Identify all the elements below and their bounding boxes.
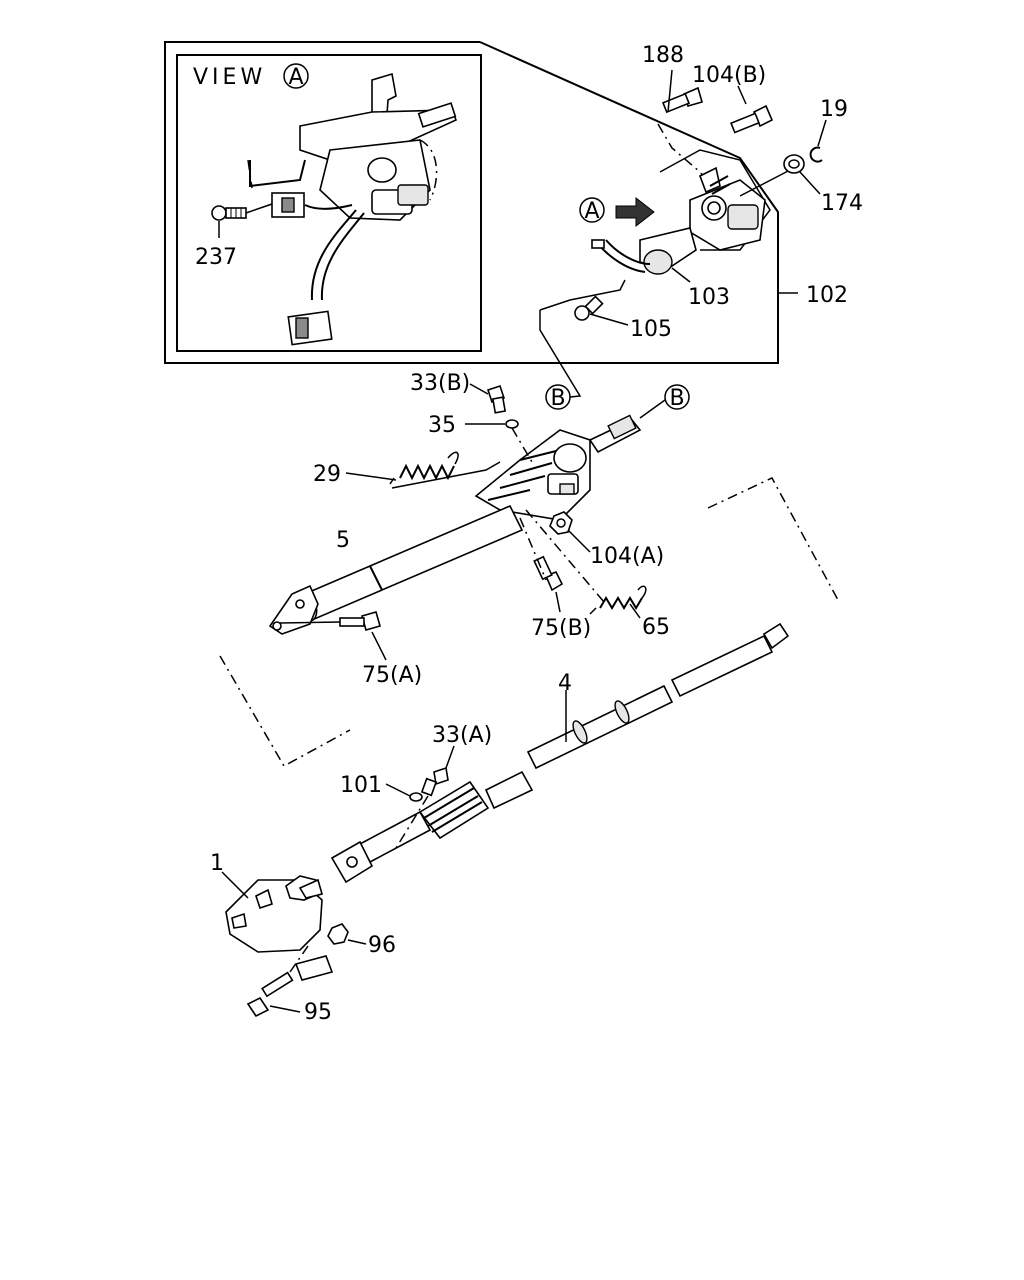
label-5: 5 [336,528,350,553]
label-35: 35 [428,413,456,438]
bolt-75a [279,611,387,661]
label-103: 103 [688,285,730,310]
callout-labels: 188 104(B) 19 174 102 103 105 237 33(B) … [195,43,863,1025]
label-104b: 104(B) [692,63,766,88]
label-96: 96 [368,933,396,958]
washer-174 [783,154,821,195]
label-102: 102 [806,283,848,308]
bolt-237 [211,203,273,238]
view-direction-arrow: A [579,196,655,228]
view-a-inset: VIEW A [164,41,779,364]
label-19: 19 [820,97,848,122]
bolt-105 [539,279,629,326]
view-title: VIEW [193,65,266,90]
marker-a-circle [579,197,605,223]
switch-assembly-102 [591,123,798,294]
leader-b-left [539,310,582,398]
bolt-104b [730,85,774,134]
label-1: 1 [210,851,224,876]
label-75a: 75(A) [362,663,422,688]
arrow-icon [615,196,655,228]
label-188: 188 [642,43,684,68]
nut-96 [327,923,367,945]
inset-switch-assembly [247,72,458,346]
label-95: 95 [304,1000,332,1025]
label-33b: 33(B) [410,371,470,396]
label-174: 174 [821,191,863,216]
bolt-95 [246,945,309,1018]
shaft-4 [330,622,790,884]
label-237: 237 [195,245,237,270]
marker-b-left-letter: B [550,386,565,411]
label-75b: 75(B) [531,616,591,641]
marker-b-right-circle [664,384,690,410]
link-frame-left [219,655,351,768]
bolt-188 [661,69,703,114]
label-4: 4 [558,671,572,696]
link-frame-right [707,477,839,601]
label-29: 29 [313,462,341,487]
gearbox-1 [221,871,334,981]
bolt-75b [519,517,564,613]
marker-b-right-letter: B [669,386,684,411]
marker-a-letter: A [584,199,599,224]
washer-35 [465,419,533,463]
view-a-frame [176,54,482,352]
spring-29 [345,451,501,489]
label-33a: 33(A) [432,723,492,748]
column-assembly-5: B B [268,384,690,635]
spring-65 [525,509,647,619]
nut-104a [549,511,591,553]
label-65: 65 [642,615,670,640]
label-101: 101 [340,773,382,798]
marker-b-left-circle [545,384,571,410]
view-marker-circle [283,63,309,89]
bolt-33b [469,383,507,414]
bolt-33a [395,745,455,849]
view-marker-letter: A [288,65,303,90]
washer-101 [385,783,423,802]
label-105: 105 [630,317,672,342]
clip-19 [809,119,827,163]
label-104a: 104(A) [590,544,664,569]
